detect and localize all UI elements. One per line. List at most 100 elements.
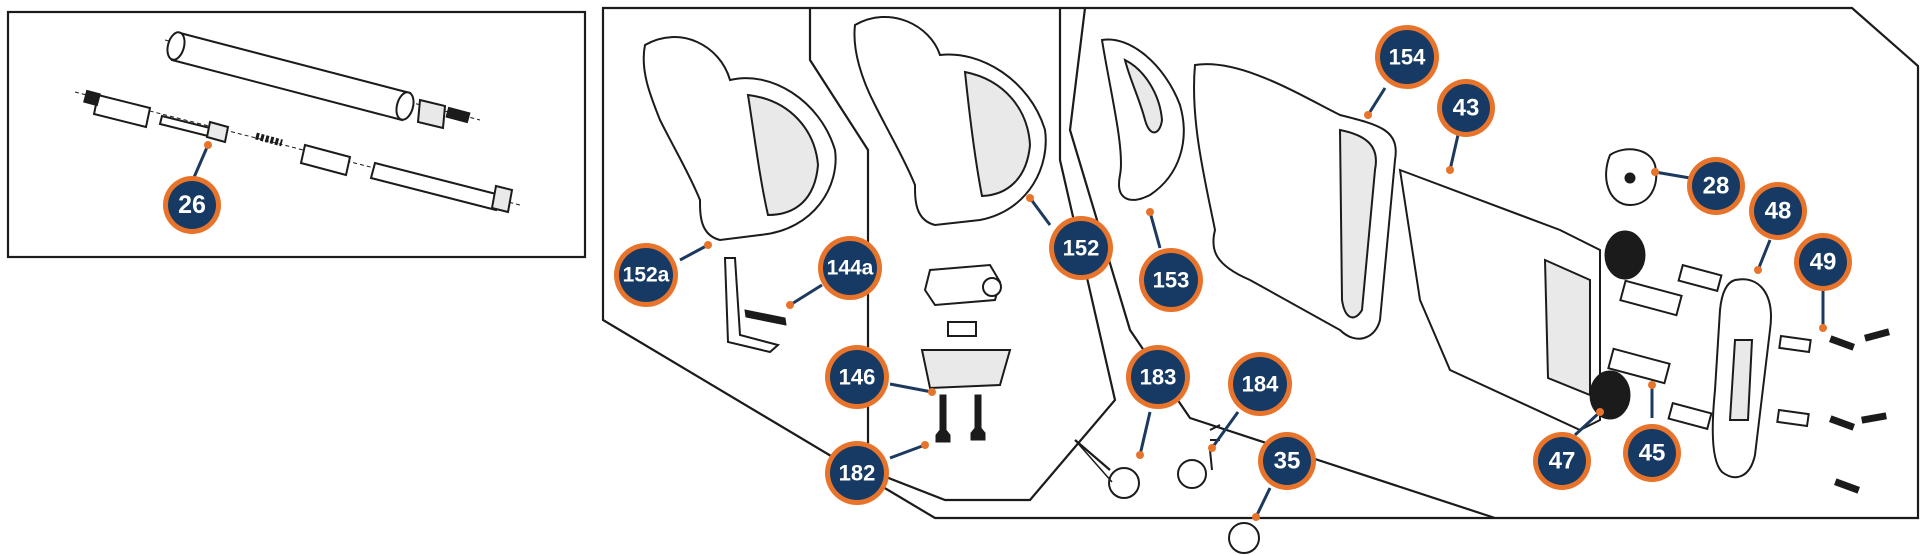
leader-lines: [190, 87, 1827, 521]
magazine-tube-rear: [395, 91, 415, 121]
leader-152a-dot: [704, 241, 712, 249]
pad-spacer-bottom: [1667, 401, 1713, 431]
follower-tip: [83, 89, 101, 107]
callout-43-label: 43: [1453, 95, 1480, 122]
leader-184: [1210, 411, 1240, 449]
grip-screw-left: [935, 394, 951, 443]
callout-146[interactable]: 146: [825, 345, 889, 409]
callout-43[interactable]: 43: [1437, 79, 1495, 137]
callout-49[interactable]: 49: [1794, 233, 1852, 291]
extension-tube-cap: [490, 184, 514, 214]
leader-144a: [789, 283, 823, 307]
spacer-sleeve: [299, 143, 352, 177]
magazine-cap-thread: [445, 106, 471, 124]
grip-sight-knob: [982, 277, 1002, 297]
cheek-pad: [1100, 38, 1185, 201]
leader-146: [889, 382, 933, 394]
callout-152-label: 152: [1063, 236, 1100, 261]
leader-146-dot: [928, 388, 936, 396]
cheek-pad-slot: [1123, 58, 1164, 134]
extension-tube: [369, 161, 502, 212]
magazine-cap-nut: [416, 98, 447, 130]
leader-28-dot: [1651, 168, 1659, 176]
callout-28-label: 28: [1703, 173, 1730, 200]
leader-183-dot: [1136, 451, 1144, 459]
grip-base-pad: [920, 349, 1012, 390]
leader-47-dot: [1596, 408, 1604, 416]
leader-43-dot: [1446, 166, 1454, 174]
callout-184[interactable]: 184: [1228, 352, 1292, 416]
grip-spring-clip: [744, 309, 787, 326]
pad-screw-4: [1861, 412, 1887, 424]
leader-182: [889, 443, 926, 460]
leader-35-dot: [1252, 513, 1260, 521]
callout-184-label: 184: [1242, 372, 1279, 397]
leader-154: [1366, 87, 1387, 116]
callout-146-label: 146: [839, 365, 876, 390]
leader-184-dot: [1208, 444, 1216, 452]
callout-182[interactable]: 182: [825, 441, 889, 505]
callout-144a[interactable]: 144a: [818, 236, 882, 300]
grip-cap-bracket: [723, 257, 781, 354]
o-ring-184: [1177, 459, 1207, 489]
stock-adapter-inner: [1543, 258, 1591, 397]
leader-45-dot: [1648, 381, 1656, 389]
callout-152a[interactable]: 152a: [614, 243, 678, 307]
recoil-pad-window: [1728, 339, 1754, 421]
o-rings: [1074, 439, 1260, 554]
callout-153-label: 153: [1153, 268, 1190, 293]
follower-head: [205, 120, 230, 144]
callout-144a-label: 144a: [827, 257, 874, 280]
pistol-grip-152a: [642, 36, 837, 354]
buttstock-inner: [1338, 128, 1377, 319]
grip-washer: [947, 321, 977, 337]
leader-152a: [679, 243, 709, 262]
pad-spacer-top: [1677, 263, 1723, 293]
callout-35-label: 35: [1274, 448, 1301, 475]
pad-screw-bushing-upper: [1778, 334, 1812, 354]
callout-badges: 26 152a 144a 146 182 152 153 154: [163, 25, 1852, 505]
callout-26[interactable]: 26: [163, 176, 221, 234]
o-ring-183: [1108, 467, 1140, 499]
callout-183-label: 183: [1140, 365, 1177, 390]
leader-144a-dot: [786, 301, 794, 309]
callout-183[interactable]: 183: [1126, 345, 1190, 409]
stock-assembly: [1100, 38, 1890, 494]
diagonal-guide: [1074, 439, 1113, 483]
leader-26: [190, 144, 210, 183]
callout-35[interactable]: 35: [1258, 432, 1316, 490]
follower-rod: [158, 114, 212, 138]
callout-28[interactable]: 28: [1687, 157, 1745, 215]
grip-screw-right: [970, 394, 986, 441]
recoil-buffer-upper: [1604, 230, 1646, 280]
recoil-buffer-lower: [1589, 370, 1631, 420]
inset-frame: [6, 10, 587, 259]
callout-154-label: 154: [1389, 45, 1426, 70]
callout-45[interactable]: 45: [1623, 424, 1681, 482]
magazine-spring: [255, 132, 283, 147]
pistol-grip-left-window: [746, 93, 820, 217]
leader-154-dot: [1364, 111, 1372, 119]
leader-182-dot: [921, 441, 929, 449]
callout-153[interactable]: 153: [1139, 248, 1203, 312]
pad-screw-1: [1829, 335, 1855, 351]
leader-43: [1448, 134, 1460, 171]
magazine-tube: [170, 31, 412, 122]
callout-26-label: 26: [178, 191, 206, 219]
leader-28: [1654, 170, 1691, 180]
callout-48[interactable]: 48: [1749, 182, 1807, 240]
leader-153: [1148, 211, 1162, 249]
leader-47: [1573, 410, 1602, 437]
pistol-grip-152: [853, 15, 1047, 443]
ring-clip-184: [1209, 449, 1213, 471]
sling-plate-hole: [1624, 172, 1636, 184]
pad-screw-5: [1834, 478, 1860, 494]
magazine-tube-end: [166, 31, 186, 61]
callout-47[interactable]: 47: [1533, 432, 1591, 490]
callout-154[interactable]: 154: [1375, 25, 1439, 89]
buffer-pin-lower: [1607, 347, 1671, 385]
pistol-grip-right-window: [963, 70, 1032, 198]
leader-26-dot: [204, 141, 212, 149]
callout-152[interactable]: 152: [1049, 216, 1113, 280]
